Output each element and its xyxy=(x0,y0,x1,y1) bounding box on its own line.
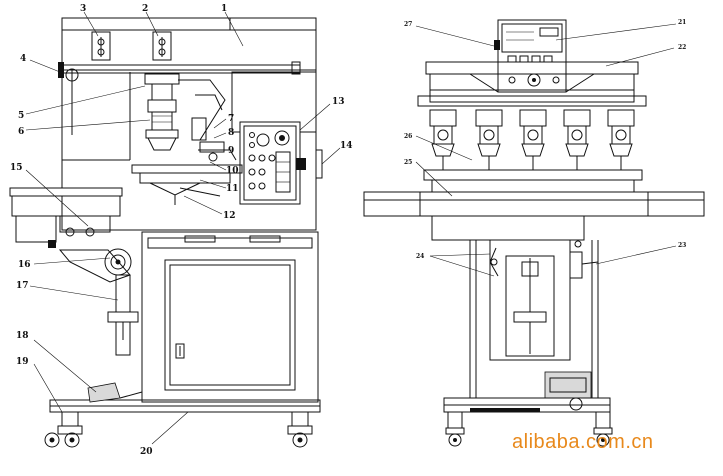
callout-21: 21 xyxy=(678,19,686,26)
callout-17: 17 xyxy=(16,281,29,291)
front-caster-right xyxy=(593,411,613,447)
callout-14: 14 xyxy=(340,141,353,151)
control-panel xyxy=(239,121,301,205)
print-head-2 xyxy=(475,109,503,170)
caster-right xyxy=(287,411,313,448)
print-pad xyxy=(147,137,177,151)
callout-19: 19 xyxy=(16,357,29,367)
foot-pedal xyxy=(87,382,121,403)
cabinet-door xyxy=(164,259,296,391)
callout-3: 3 xyxy=(80,4,86,14)
callout-22: 22 xyxy=(678,44,686,51)
lift-column xyxy=(489,239,571,361)
door-lock xyxy=(175,343,185,359)
callout-10: 10 xyxy=(226,166,239,176)
callout-4: 4 xyxy=(20,54,26,64)
callout-1: 1 xyxy=(221,4,227,14)
left-leader-lines xyxy=(25,11,341,445)
adjust-plate-2 xyxy=(152,31,172,61)
callout-11: 11 xyxy=(226,184,239,194)
callout-23: 23 xyxy=(678,242,686,249)
left-callouts: 3 2 1 4 5 6 7 8 9 10 11 12 13 14 15 16 1… xyxy=(10,4,353,457)
front-caster-left xyxy=(445,411,465,447)
callout-8: 8 xyxy=(228,128,234,138)
callout-16: 16 xyxy=(18,260,31,270)
callout-13: 13 xyxy=(332,97,345,107)
front-work-table xyxy=(363,191,705,201)
callout-5: 5 xyxy=(18,111,24,121)
callout-6: 6 xyxy=(18,127,24,137)
right-front-elevation xyxy=(363,19,705,447)
lower-frame xyxy=(141,231,319,403)
callout-15: 15 xyxy=(10,163,23,173)
pad-holder xyxy=(147,99,177,113)
caster-left xyxy=(44,411,83,448)
callout-26: 26 xyxy=(404,133,412,140)
print-head-row xyxy=(429,109,635,170)
callout-12: 12 xyxy=(223,211,236,221)
callout-27: 27 xyxy=(404,21,412,28)
watermark: alibaba.com.cn xyxy=(512,431,654,453)
head-housing xyxy=(61,17,317,71)
print-head-3 xyxy=(519,109,547,170)
left-side-elevation xyxy=(9,17,323,448)
callout-20: 20 xyxy=(140,447,153,457)
callout-7: 7 xyxy=(228,114,234,124)
right-callouts: 27 21 22 26 25 24 23 xyxy=(404,19,686,260)
right-leader-lines xyxy=(415,23,677,277)
callout-2: 2 xyxy=(142,4,148,14)
print-head-5 xyxy=(607,109,635,170)
callout-24: 24 xyxy=(416,253,424,260)
callout-25: 25 xyxy=(404,159,412,166)
callout-9: 9 xyxy=(228,146,234,156)
front-foot-pedal xyxy=(544,371,592,399)
callout-18: 18 xyxy=(16,331,29,341)
print-head-1 xyxy=(429,109,457,170)
print-head-4 xyxy=(563,109,591,170)
adjust-plate-3 xyxy=(91,31,111,61)
work-table xyxy=(9,187,123,197)
print-head-slider xyxy=(144,73,180,85)
